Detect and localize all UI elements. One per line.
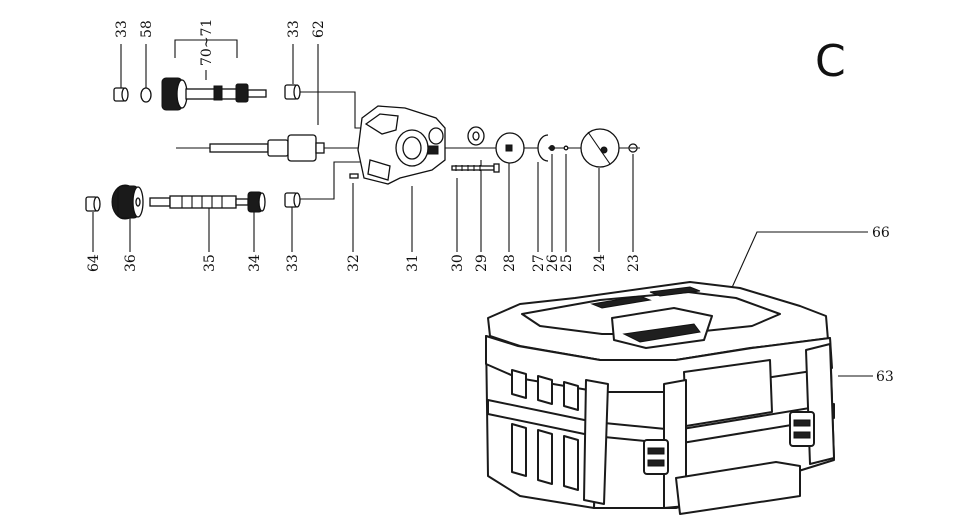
top-labels: 33 58 70~71 33 62 — [114, 19, 327, 66]
label-33-bottom: 33 — [285, 254, 301, 272]
latch-left — [643, 439, 669, 475]
cover-24 — [580, 128, 620, 168]
label-24: 24 — [592, 254, 608, 272]
nut-33-top-left — [113, 87, 129, 102]
label-34: 34 — [247, 254, 263, 272]
bottom-labels: 64 36 35 34 33 32 31 30 29 28 27 26 25 2… — [86, 254, 642, 272]
label-32: 32 — [346, 254, 362, 272]
retaining-ring-27 — [537, 134, 549, 162]
label-33-top-left: 33 — [114, 20, 130, 38]
label-25: 25 — [559, 254, 575, 272]
nut-33-bottom — [284, 192, 301, 208]
label-31: 31 — [405, 254, 421, 272]
label-64: 64 — [86, 254, 102, 272]
gear-34 — [247, 191, 266, 213]
label-62: 62 — [311, 20, 327, 38]
screw-30 — [451, 163, 500, 173]
label-58: 58 — [139, 20, 155, 38]
housing-31 — [357, 105, 446, 185]
ball-26 — [549, 145, 555, 151]
label-27: 27 — [531, 254, 547, 272]
label-66: 66 — [872, 225, 890, 241]
section-letter: C — [815, 36, 846, 87]
nut-33-top-right — [284, 84, 301, 100]
label-35: 35 — [202, 254, 218, 272]
pin-32 — [349, 173, 359, 179]
storage-case-63 — [485, 281, 835, 515]
label-30: 30 — [450, 254, 466, 272]
label-33-top-right: 33 — [286, 20, 302, 38]
label-23: 23 — [626, 254, 642, 272]
ball-25 — [563, 145, 569, 151]
label-26: 26 — [545, 254, 561, 272]
gear-70 — [161, 77, 188, 111]
label-70-71: 70~71 — [199, 19, 215, 66]
gear-36 — [111, 184, 144, 220]
washer-29-hole — [472, 131, 480, 141]
screw-23 — [628, 143, 638, 153]
disc-28 — [495, 132, 525, 164]
shaft-62 — [209, 134, 325, 162]
label-28: 28 — [502, 254, 518, 272]
label-63: 63 — [876, 369, 894, 385]
nut-64 — [85, 196, 101, 212]
washer-58 — [140, 87, 152, 103]
label-36: 36 — [123, 254, 139, 272]
label-29: 29 — [474, 254, 490, 272]
shaft-35 — [149, 195, 249, 209]
latch-right — [789, 411, 815, 447]
shaft-71 — [185, 83, 267, 103]
